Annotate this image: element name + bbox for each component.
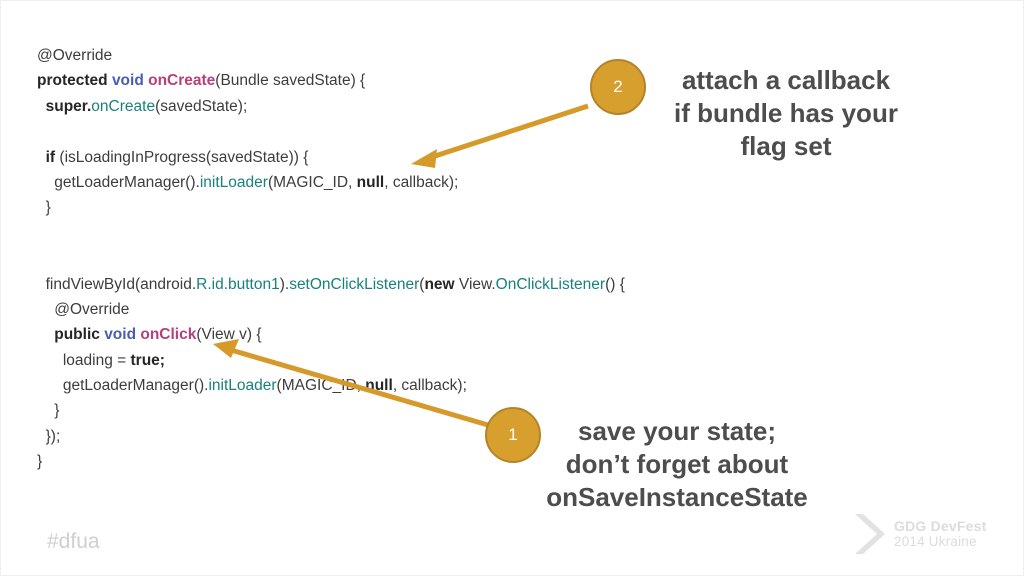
code-indent: [37, 377, 63, 394]
callout-text-1-line-1: save your state;: [578, 416, 776, 446]
code-token-kw: protected: [37, 72, 112, 90]
code-token-anno: @Override: [54, 300, 130, 318]
code-token-bold: new: [424, 275, 459, 293]
code-token-plain: (: [419, 275, 425, 293]
code-token-plain: getLoaderManager().: [54, 173, 200, 191]
code-indent: [37, 352, 63, 369]
line-loading-true: loading = true;: [37, 348, 797, 373]
chevron-right-icon: [855, 514, 885, 554]
code-token-plain: (MAGIC_ID,: [276, 377, 366, 395]
event-hashtag: #dfua: [47, 530, 100, 553]
code-token-plain: getLoaderManager().: [62, 377, 209, 395]
code-token-anno: @Override: [37, 47, 113, 64]
code-token-plain: View.: [458, 275, 496, 293]
code-indent: [37, 301, 54, 318]
code-token-plain: ).: [279, 275, 290, 293]
callout-text-2-line-3: flag set: [740, 131, 832, 161]
code-indent: [37, 276, 46, 293]
line-blank-3: [37, 246, 797, 271]
line-onclick-sig: public void onClick(View v) {: [37, 322, 797, 347]
code-token-method: onCreate: [148, 72, 216, 90]
callout-badge-1-number: 1: [508, 425, 518, 444]
code-indent: [37, 149, 46, 166]
line-override-1: @Override: [37, 43, 797, 68]
logo-line-2: 2014 Ukraine: [894, 534, 977, 549]
logo-text: GDG DevFest 2014 Ukraine: [894, 518, 987, 550]
line-if: if (isLoadingInProgress(savedState)) {: [37, 145, 797, 170]
code-token-bold: if: [45, 148, 60, 166]
callout-badge-2-number: 2: [613, 77, 623, 96]
code-token-plain: }: [37, 453, 43, 471]
code-token-teal: OnClickListener: [495, 275, 606, 293]
line-close-method: }: [37, 449, 797, 474]
line-close-listener: });: [37, 424, 797, 449]
gdg-devfest-logo: GDG DevFest 2014 Ukraine: [853, 512, 986, 556]
code-token-plain: (MAGIC_ID,: [267, 173, 357, 191]
code-token-plain: , callback);: [384, 173, 459, 191]
code-token-bold: null: [365, 377, 393, 395]
code-token-method: onClick: [140, 326, 197, 344]
callout-badge-2: 2: [590, 59, 646, 115]
code-token-teal: R.id.button1: [196, 275, 280, 293]
line-initloader-2: getLoaderManager().initLoader(MAGIC_ID, …: [37, 373, 797, 398]
code-indent: [37, 199, 46, 216]
code-token-plain: findViewById(android.: [45, 275, 197, 293]
code-token-bold: null: [356, 173, 385, 191]
line-findviewbyid: findViewById(android.R.id.button1).setOn…: [37, 272, 797, 297]
line-blank-2: [37, 221, 797, 246]
callout-text-1-line-2: don’t forget about: [565, 449, 789, 479]
callout-text-2: attach a callback if bundle has your fla…: [641, 64, 931, 163]
callout-text-1-line-3: onSaveInstanceState: [546, 482, 808, 512]
code-token-plain: (Bundle savedState) {: [215, 72, 366, 90]
code-token-plain: (isLoadingInProgress(savedState)) {: [59, 148, 309, 166]
line-close-onclick: }: [37, 398, 797, 423]
callout-text-2-line-2: if bundle has your: [674, 98, 898, 128]
code-token-bold: super.: [45, 97, 92, 115]
callout-text-1: save your state; don’t forget about onSa…: [507, 415, 847, 514]
line-super-oncreate: super.onCreate(savedState);: [37, 94, 797, 119]
line-initloader-1: getLoaderManager().initLoader(MAGIC_ID, …: [37, 170, 797, 195]
code-token-teal: setOnClickListener: [289, 275, 420, 293]
code-token-plain: });: [45, 427, 61, 445]
code-token-bold: true;: [130, 351, 165, 369]
code-indent: [37, 402, 54, 419]
code-token-type: void: [111, 72, 149, 90]
callout-badge-1: 1: [485, 407, 541, 463]
code-token-teal: initLoader: [199, 173, 268, 191]
code-token-plain: }: [45, 199, 51, 217]
code-token-plain: , callback);: [392, 377, 467, 395]
code-indent: [37, 428, 46, 445]
line-close-if: }: [37, 195, 797, 220]
logo-line-1: GDG DevFest: [894, 518, 987, 534]
code-token-teal: onCreate: [91, 97, 156, 115]
code-indent: [37, 174, 54, 191]
code-token-teal: initLoader: [208, 377, 277, 395]
code-indent: [37, 98, 46, 115]
code-indent: [37, 326, 54, 343]
code-token-type: void: [104, 326, 141, 344]
code-token-plain: (savedState);: [155, 97, 248, 115]
callout-text-2-line-1: attach a callback: [681, 65, 891, 95]
code-token-plain: (View v) {: [196, 326, 262, 344]
code-token-plain: }: [54, 402, 60, 420]
code-token-plain: loading =: [62, 351, 131, 369]
line-override-2: @Override: [37, 297, 797, 322]
code-token-kw: public: [54, 326, 105, 344]
code-token-plain: () {: [605, 275, 625, 293]
line-oncreate-sig: protected void onCreate(Bundle savedStat…: [37, 68, 797, 93]
